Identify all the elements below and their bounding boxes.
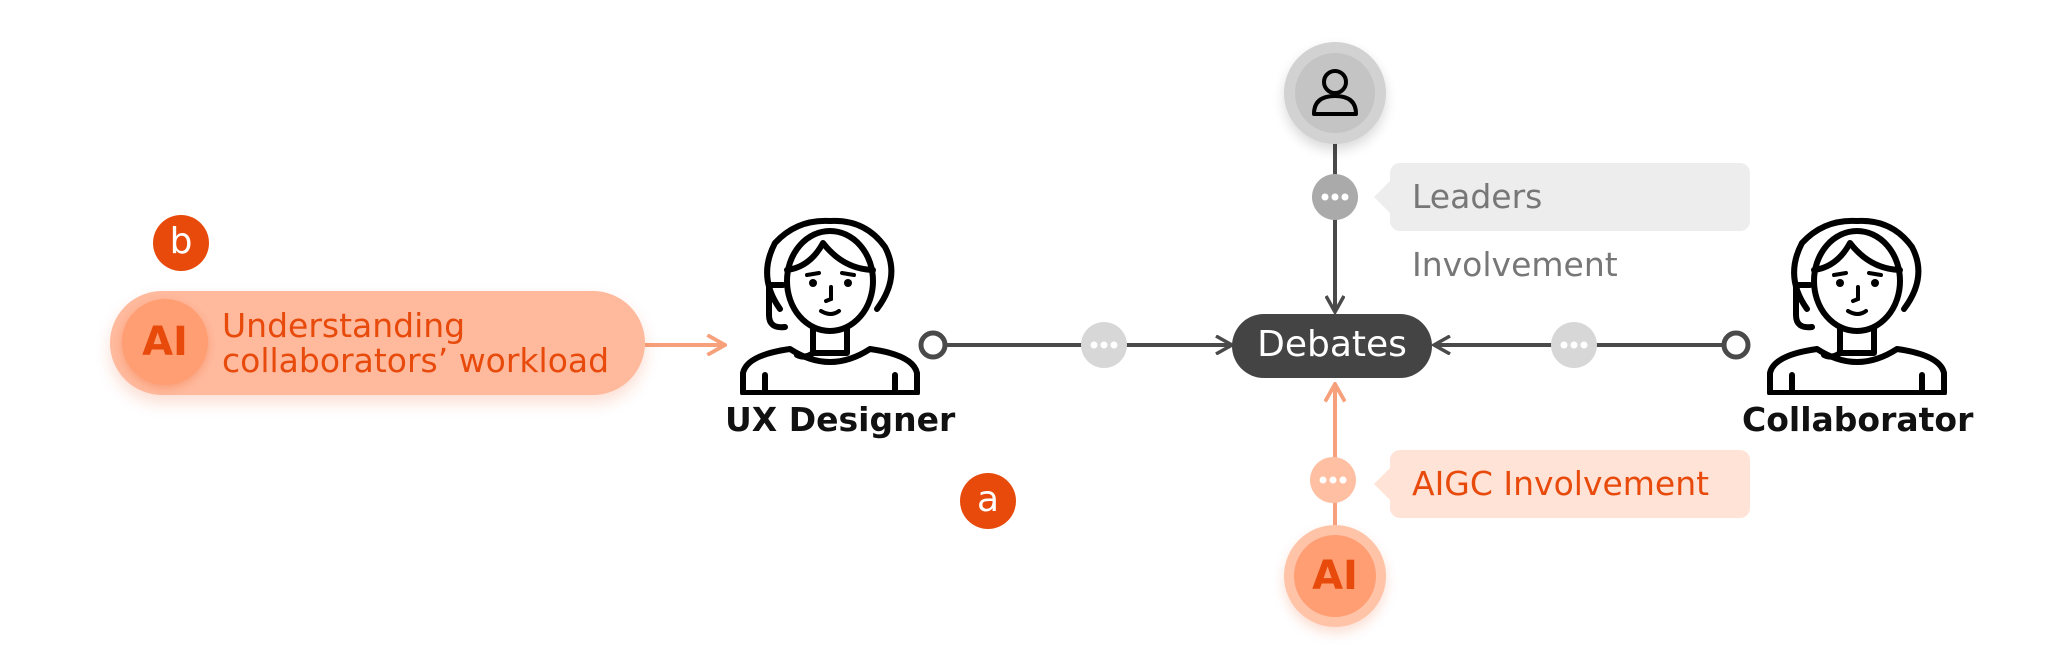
ellipsis-node-right xyxy=(1551,322,1597,368)
ai-feature-line2: collaborators’ workload xyxy=(222,341,610,380)
ellipsis-node-bottom xyxy=(1310,457,1356,503)
leader-node xyxy=(1284,42,1386,144)
leaders-involvement-callout: Leaders Involvement xyxy=(1374,163,1750,284)
collaborator-label: Collaborator xyxy=(1742,400,1974,439)
ai-feature-line1: Understanding xyxy=(222,306,466,345)
ai-feature-icon: AI xyxy=(122,299,208,385)
aigc-node: AI xyxy=(1284,525,1386,627)
ellipsis-node-left xyxy=(1081,322,1127,368)
ux-designer-avatar-icon xyxy=(740,217,920,395)
ux-designer-label: UX Designer xyxy=(725,400,956,439)
edge-start-port-right xyxy=(1721,330,1751,360)
aigc-involvement-callout: AIGC Involvement xyxy=(1374,450,1750,518)
ellipsis-node-top xyxy=(1312,174,1358,220)
marker-a: a xyxy=(960,473,1016,529)
collaborator-avatar-icon xyxy=(1767,217,1947,395)
person-icon xyxy=(1295,53,1375,133)
debates-node: Debates xyxy=(1232,314,1432,378)
aigc-ai-icon: AI xyxy=(1294,535,1376,617)
edge-start-port-left xyxy=(918,330,948,360)
marker-b: b xyxy=(153,215,209,271)
